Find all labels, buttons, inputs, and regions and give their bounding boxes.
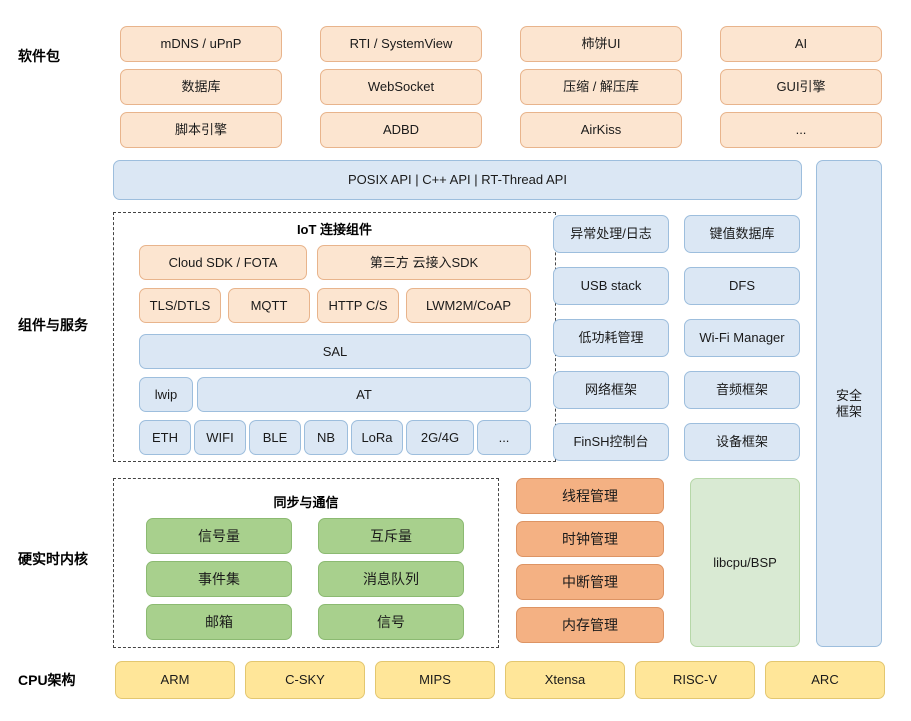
kernel-clock-mgmt[interactable]: 时钟管理 (516, 521, 664, 557)
kernel-thread-mgmt[interactable]: 线程管理 (516, 478, 664, 514)
iot-link-ble[interactable]: BLE (249, 420, 301, 455)
iot-third-party-sdk[interactable]: 第三方 云接入SDK (317, 245, 531, 280)
kernel-mutex[interactable]: 互斥量 (318, 518, 464, 554)
row-label-hard-realtime-kernel: 硬实时内核 (18, 551, 88, 567)
iot-link-wifi[interactable]: WIFI (194, 420, 246, 455)
package-ai[interactable]: AI (720, 26, 882, 62)
package-rti-systemview[interactable]: RTI / SystemView (320, 26, 482, 62)
service-usb-stack[interactable]: USB stack (553, 267, 669, 305)
service-dfs[interactable]: DFS (684, 267, 800, 305)
cpu-arch-csky[interactable]: C-SKY (245, 661, 365, 699)
row-label-cpu-arch: CPU架构 (18, 672, 76, 688)
package-gui-engine[interactable]: GUI引擎 (720, 69, 882, 105)
iot-lwm2m-coap[interactable]: LWM2M/CoAP (406, 288, 531, 323)
package-script-engine[interactable]: 脚本引擎 (120, 112, 282, 148)
kernel-semaphore[interactable]: 信号量 (146, 518, 292, 554)
row-label-software-packages: 软件包 (18, 48, 60, 64)
service-wifi-manager[interactable]: Wi-Fi Manager (684, 319, 800, 357)
package-websocket[interactable]: WebSocket (320, 69, 482, 105)
package-adbd[interactable]: ADBD (320, 112, 482, 148)
sync-comm-group (113, 478, 499, 648)
security-framework-line2: 框架 (835, 403, 862, 419)
iot-link-more[interactable]: ... (477, 420, 531, 455)
service-network-framework[interactable]: 网络框架 (553, 371, 669, 409)
package-shibing-ui[interactable]: 柿饼UI (520, 26, 682, 62)
iot-link-nb[interactable]: NB (304, 420, 348, 455)
iot-connect-group-title: IoT 连接组件 (296, 222, 373, 237)
kernel-interrupt-mgmt[interactable]: 中断管理 (516, 564, 664, 600)
iot-link-2g4g[interactable]: 2G/4G (406, 420, 474, 455)
package-database[interactable]: 数据库 (120, 69, 282, 105)
service-kv-database[interactable]: 键值数据库 (684, 215, 800, 253)
security-framework: 安全 框架 (816, 160, 882, 647)
iot-link-eth[interactable]: ETH (139, 420, 191, 455)
package-mdns-upnp[interactable]: mDNS / uPnP (120, 26, 282, 62)
libcpu-bsp[interactable]: libcpu/BSP (690, 478, 800, 647)
iot-tls-dtls[interactable]: TLS/DTLS (139, 288, 221, 323)
iot-sal[interactable]: SAL (139, 334, 531, 369)
iot-cloud-sdk-fota[interactable]: Cloud SDK / FOTA (139, 245, 307, 280)
cpu-arch-arc[interactable]: ARC (765, 661, 885, 699)
iot-mqtt[interactable]: MQTT (228, 288, 310, 323)
service-audio-framework[interactable]: 音频框架 (684, 371, 800, 409)
api-bar: POSIX API | C++ API | RT-Thread API (113, 160, 802, 200)
package-airkiss[interactable]: AirKiss (520, 112, 682, 148)
iot-at[interactable]: AT (197, 377, 531, 412)
kernel-message-queue[interactable]: 消息队列 (318, 561, 464, 597)
service-device-framework[interactable]: 设备框架 (684, 423, 800, 461)
row-label-components-services: 组件与服务 (18, 317, 88, 333)
cpu-arch-arm[interactable]: ARM (115, 661, 235, 699)
cpu-arch-mips[interactable]: MIPS (375, 661, 495, 699)
kernel-signal[interactable]: 信号 (318, 604, 464, 640)
service-finsh-console[interactable]: FinSH控制台 (553, 423, 669, 461)
iot-http-cs[interactable]: HTTP C/S (317, 288, 399, 323)
sync-comm-group-title: 同步与通信 (273, 495, 339, 510)
service-low-power[interactable]: 低功耗管理 (553, 319, 669, 357)
iot-link-lora[interactable]: LoRa (351, 420, 403, 455)
cpu-arch-xtensa[interactable]: Xtensa (505, 661, 625, 699)
kernel-mailbox[interactable]: 邮箱 (146, 604, 292, 640)
iot-lwip[interactable]: lwip (139, 377, 193, 412)
kernel-event-set[interactable]: 事件集 (146, 561, 292, 597)
kernel-memory-mgmt[interactable]: 内存管理 (516, 607, 664, 643)
package-more[interactable]: ... (720, 112, 882, 148)
package-compression[interactable]: 压缩 / 解压库 (520, 69, 682, 105)
service-exception-log[interactable]: 异常处理/日志 (553, 215, 669, 253)
security-framework-line1: 安全 (835, 387, 862, 403)
cpu-arch-riscv[interactable]: RISC-V (635, 661, 755, 699)
